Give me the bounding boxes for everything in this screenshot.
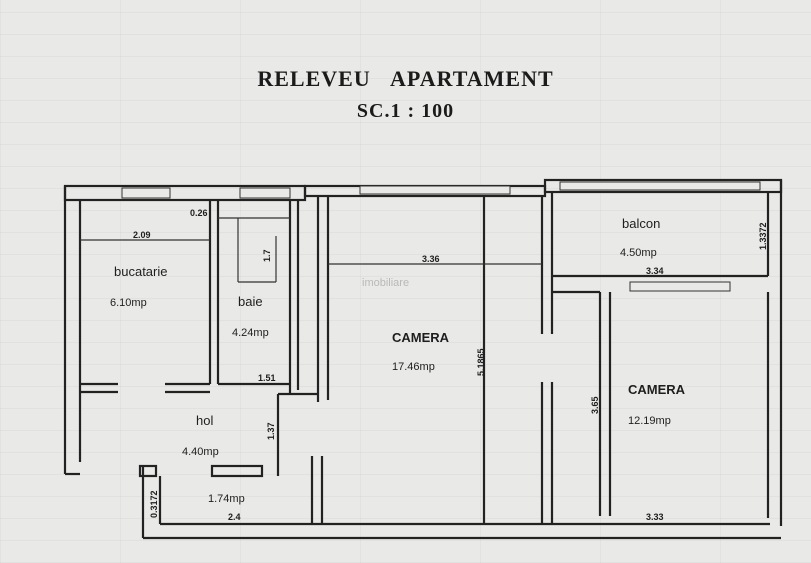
room-area-camera-1: 17.46mp [392, 361, 435, 373]
dim-bath-bottom: 1.51 [258, 373, 276, 383]
dim-kitchen-niche: 0.26 [190, 208, 208, 218]
dim-bucatarie-width: 2.09 [133, 230, 151, 240]
dim-entry-depth: 0.3172 [149, 490, 159, 518]
room-area-baie: 4.24mp [232, 327, 269, 339]
dim-entry-width: 2.4 [228, 512, 241, 522]
dim-camera-2-depth: 3.65 [590, 396, 600, 414]
dim-bath-side: 1.7 [262, 249, 272, 262]
room-label-bucatarie: bucatarie [114, 264, 167, 279]
dim-balcon-width: 3.34 [646, 266, 664, 276]
room-area-balcon: 4.50mp [620, 247, 657, 259]
watermark: imobiliare [362, 277, 409, 289]
room-label-camera-1: CAMERA [392, 330, 450, 345]
room-label-hol: hol [196, 413, 213, 428]
outer-walls [63, 178, 783, 540]
room-label-baie: baie [238, 294, 263, 309]
windows [121, 181, 761, 292]
dim-camera-1-depth: 5.1865 [476, 348, 486, 376]
interior-walls [80, 192, 768, 524]
dim-camera-2-width: 3.33 [646, 512, 664, 522]
room-label-camera-2: CAMERA [628, 382, 686, 397]
room-area-camera-2: 12.19mp [628, 415, 671, 427]
room-label-balcon: balcon [622, 216, 660, 231]
room-area-bucatarie: 6.10mp [110, 297, 147, 309]
dim-hol-side: 1.37 [266, 422, 276, 440]
dim-camera-1-width: 3.36 [422, 254, 440, 264]
dim-balcon-depth: 1.3372 [758, 222, 768, 250]
plan-title: RELEVEU APARTAMENT [257, 66, 554, 91]
room-area-entry: 1.74mp [208, 493, 245, 505]
room-area-hol: 4.40mp [182, 446, 219, 458]
plan-scale: SC.1 : 100 [356, 100, 455, 122]
